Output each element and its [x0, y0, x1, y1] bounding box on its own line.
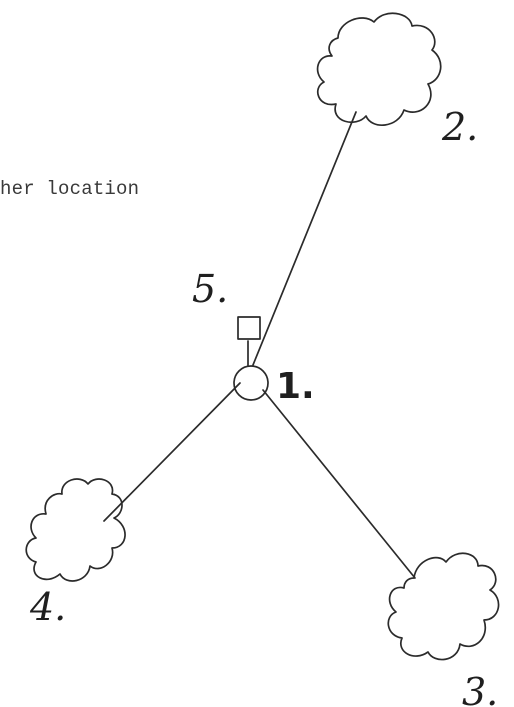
label-4: 4. [29, 585, 66, 629]
node-5-square [237, 316, 261, 340]
typed-text-fragment: her location [0, 178, 140, 200]
label-5: 5. [192, 267, 228, 311]
link-1-to-4 [103, 382, 241, 522]
label-3: 3. [462, 670, 498, 707]
link-1-to-2 [252, 111, 357, 366]
link-1-to-3 [262, 389, 416, 579]
cloud-3 [387, 552, 500, 661]
cloud-4 [25, 478, 126, 582]
label-2: 2. [441, 105, 478, 149]
label-1: 1. [276, 366, 315, 407]
cloud-2 [316, 12, 442, 126]
node-1-circle [233, 365, 269, 401]
